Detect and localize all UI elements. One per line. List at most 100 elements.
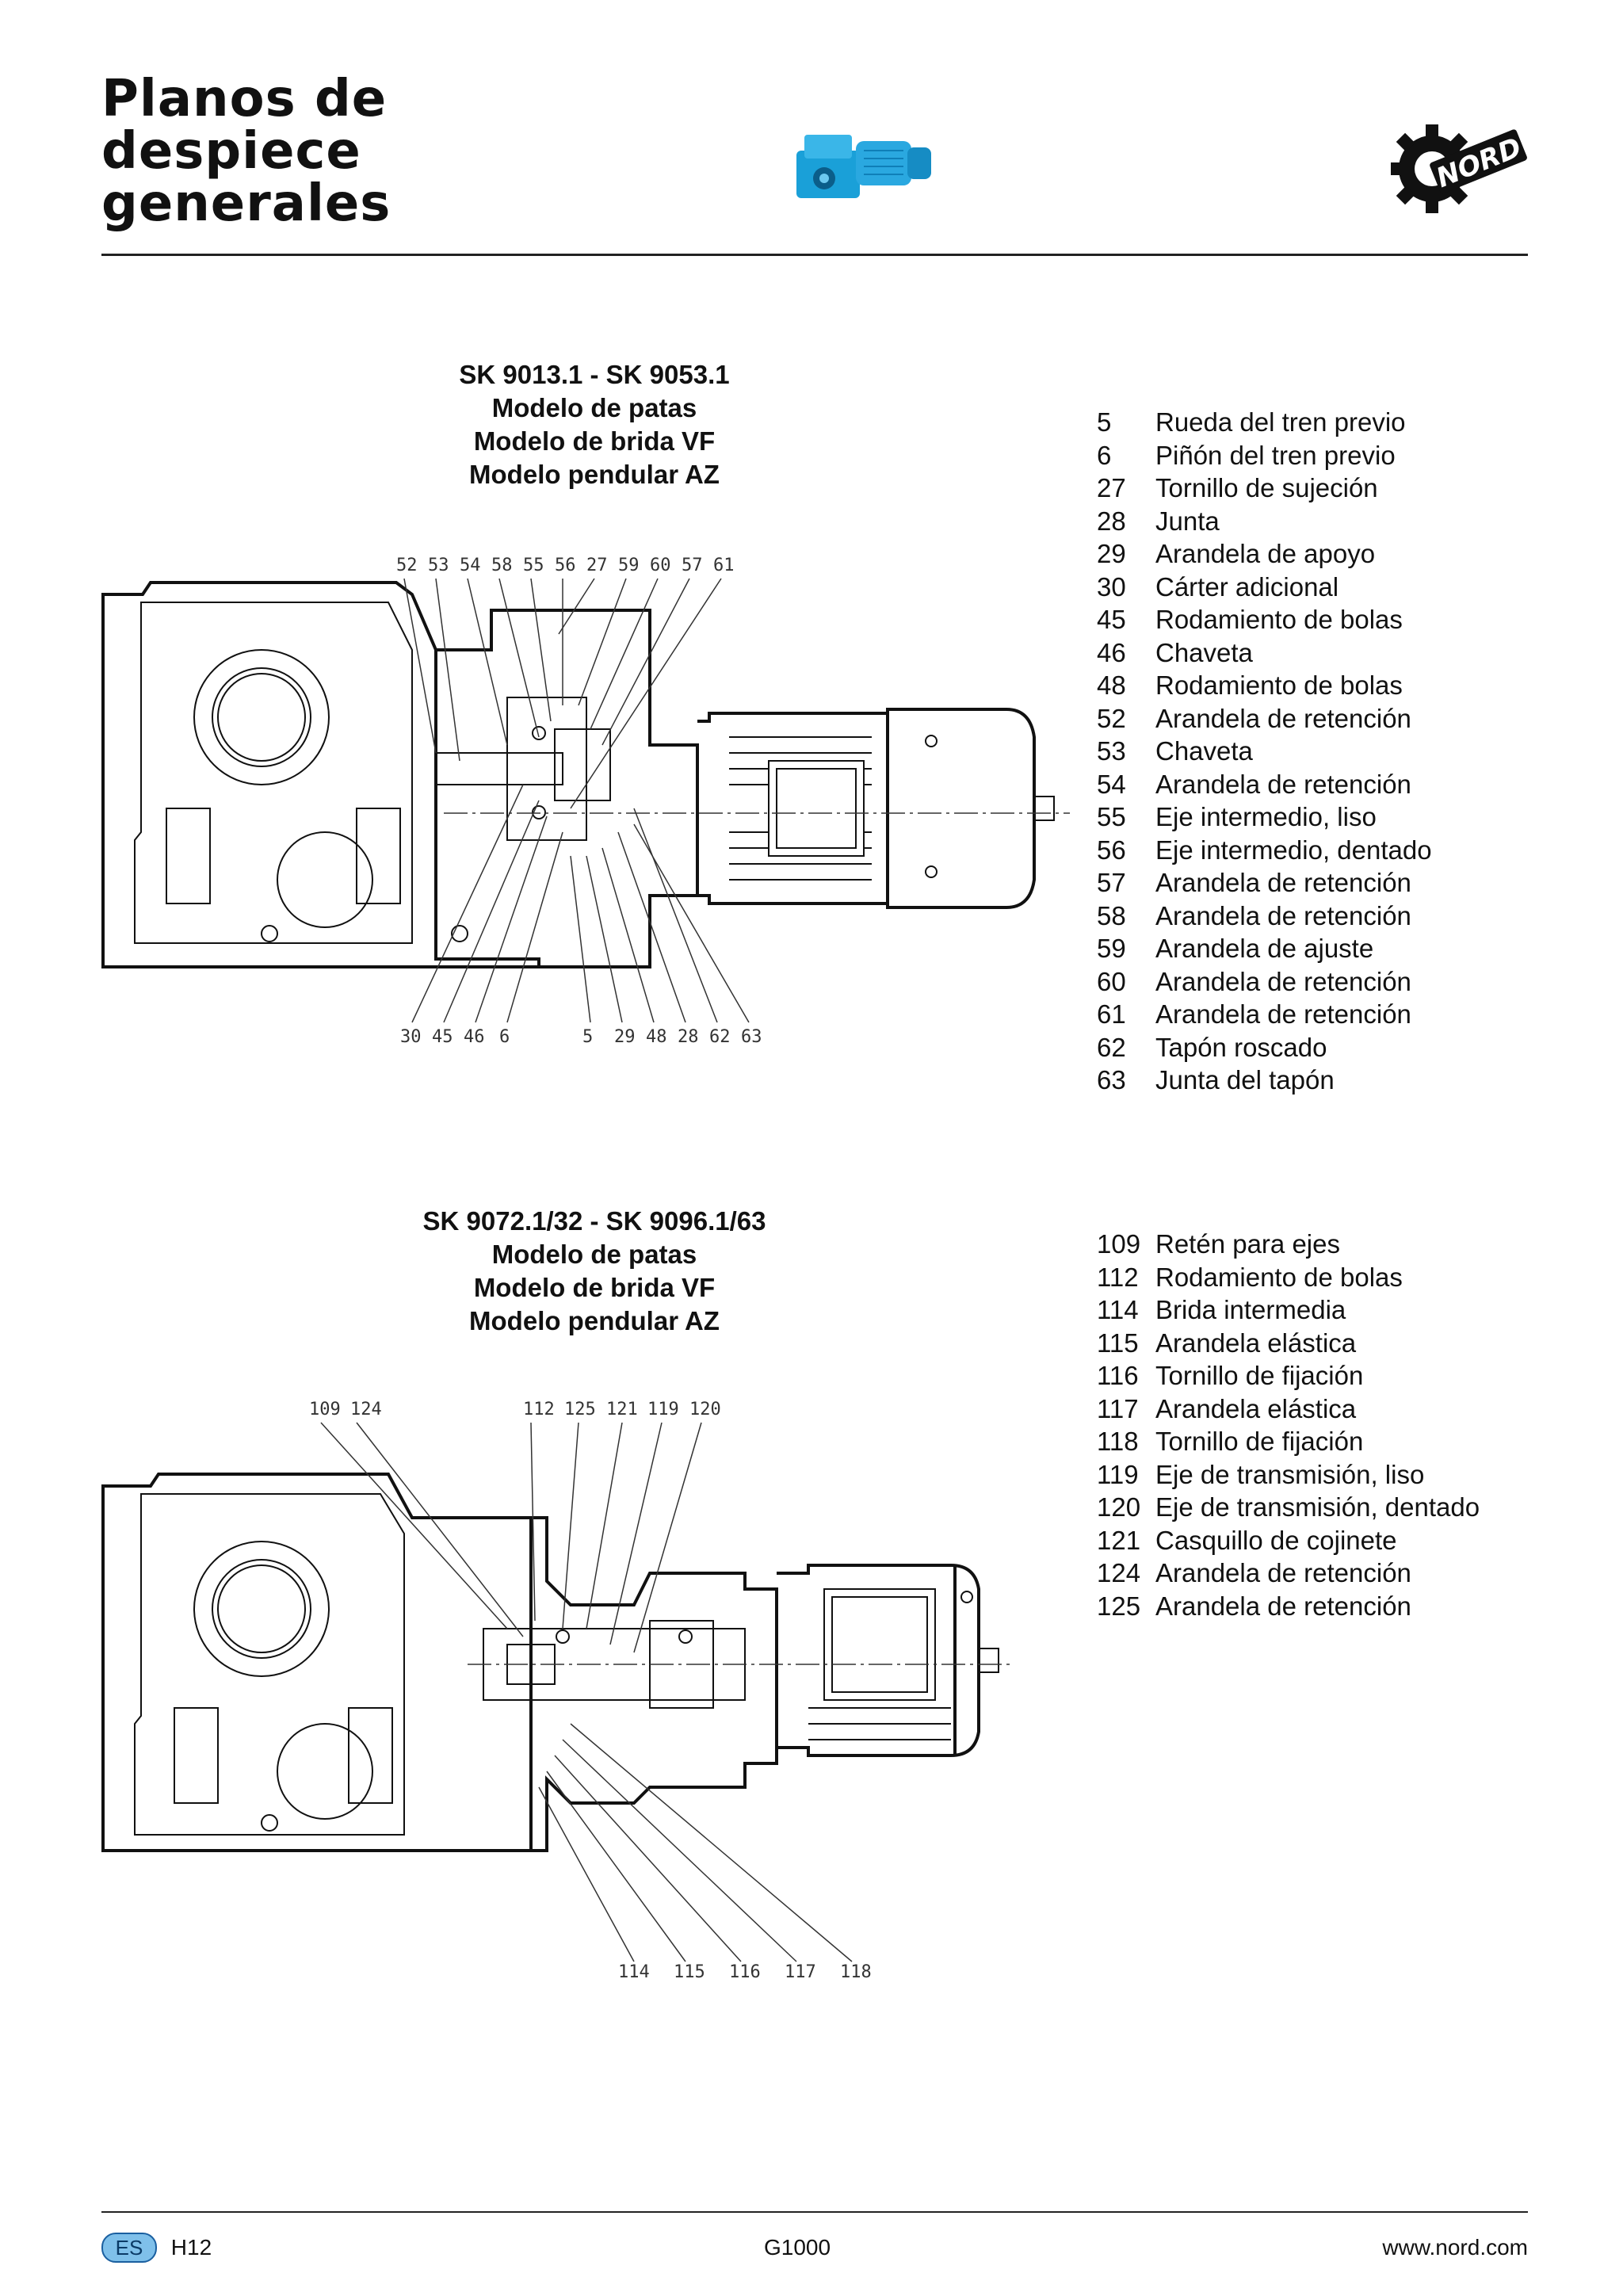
part-number: 63 [1097,1065,1126,1095]
part-name: Junta del tapón [1155,1065,1335,1095]
parts-row: 125 Arandela de retención [1097,1590,1480,1623]
part-number: 118 [1097,1427,1139,1456]
part-number: 5 [1097,407,1112,437]
part-number: 57 [1097,868,1126,897]
part-name: Arandela de retención [1155,1558,1411,1587]
part-name: Tornillo de fijación [1155,1427,1364,1456]
callout-6: 6 [499,1027,510,1047]
part-number: 124 [1097,1558,1141,1587]
parts-row: 120 Eje de transmisión, dentado [1097,1491,1480,1524]
parts-row: 54 Arandela de retención [1097,768,1432,801]
part-number: 52 [1097,703,1126,733]
part-name: Retén para ejes [1155,1229,1340,1259]
parts-row: 109 Retén para ejes [1097,1228,1480,1261]
part-name: Eje de transmisión, dentado [1155,1492,1480,1522]
part-number: 120 [1097,1492,1141,1522]
part-name: Arandela de retención [1155,868,1411,897]
part-number: 6 [1097,440,1112,470]
callout-60: 60 [650,556,671,575]
part-name: Arandela de retención [1155,769,1411,799]
part-name: Rueda del tren previo [1155,407,1406,437]
callout-124: 124 [350,1400,382,1419]
parts-row: 6 Piñón del tren previo [1097,439,1432,472]
part-name: Eje intermedio, dentado [1155,835,1432,865]
page-number: H12 [170,2235,212,2260]
callout-114: 114 [618,1962,650,1982]
callout-54: 54 [460,556,481,575]
callout-48: 48 [646,1027,667,1047]
part-number: 119 [1097,1459,1139,1489]
callout-46: 46 [464,1027,485,1047]
parts-row: 118 Tornillo de fijación [1097,1425,1480,1458]
gearmotor-product-image [796,135,931,198]
part-number: 46 [1097,637,1126,667]
part-name: Chaveta [1155,637,1253,667]
part-name: Arandela de ajuste [1155,934,1374,963]
parts-row: 48 Rodamiento de bolas [1097,669,1432,702]
title-line-2: despiece [101,122,361,181]
part-number: 27 [1097,473,1126,502]
header-divider [101,254,1528,256]
section2-heading-line-2: Modelo de patas [491,1240,697,1269]
callout-30: 30 [400,1027,422,1047]
part-name: Arandela de retención [1155,1591,1411,1621]
parts-row: 46 Chaveta [1097,636,1432,670]
part-name: Arandela de retención [1155,999,1411,1029]
callout-59: 59 [618,556,640,575]
parts-row: 124 Arandela de retención [1097,1557,1480,1590]
callout-61: 61 [713,556,735,575]
part-number: 48 [1097,670,1126,700]
callout-45: 45 [432,1027,453,1047]
parts-row: 55 Eje intermedio, liso [1097,800,1432,834]
section1-heading-line-1: SK 9013.1 - SK 9053.1 [459,360,730,389]
title-line-3: generales [101,174,391,233]
callout-52: 52 [396,556,418,575]
part-name: Tornillo de sujeción [1155,473,1378,502]
section1-heading-line-2: Modelo de patas [491,393,697,422]
callout-118: 118 [840,1962,872,1982]
callout-116: 116 [729,1962,761,1982]
part-number: 54 [1097,769,1126,799]
callout-28: 28 [678,1027,699,1047]
section2-heading-line-1: SK 9072.1/32 - SK 9096.1/63 [422,1206,766,1236]
parts-row: 63 Junta del tapón [1097,1064,1432,1097]
part-number: 112 [1097,1262,1139,1292]
part-name: Arandela elástica [1155,1328,1357,1358]
callout-27: 27 [586,556,608,575]
part-number: 62 [1097,1032,1126,1062]
callout-56: 56 [555,556,576,575]
callout-109: 109 [309,1400,341,1419]
part-number: 55 [1097,802,1126,831]
part-number: 117 [1097,1393,1139,1423]
callout-63: 63 [741,1027,762,1047]
section2-heading-line-4: Modelo pendular AZ [469,1306,720,1335]
section2-heading: SK 9072.1/32 - SK 9096.1/63 Modelo de pa… [357,1205,832,1338]
part-number: 109 [1097,1229,1141,1259]
part-number: 116 [1097,1361,1139,1390]
callout-117: 117 [785,1962,816,1982]
part-name: Eje intermedio, liso [1155,802,1377,831]
callout-29: 29 [614,1027,636,1047]
callout-115: 115 [674,1962,705,1982]
part-name: Rodamiento de bolas [1155,605,1403,634]
callout-58: 58 [491,556,513,575]
callout-62: 62 [709,1027,731,1047]
callout-55: 55 [523,556,544,575]
part-name: Rodamiento de bolas [1155,670,1403,700]
part-number: 125 [1097,1591,1141,1621]
part-name: Piñón del tren previo [1155,440,1396,470]
